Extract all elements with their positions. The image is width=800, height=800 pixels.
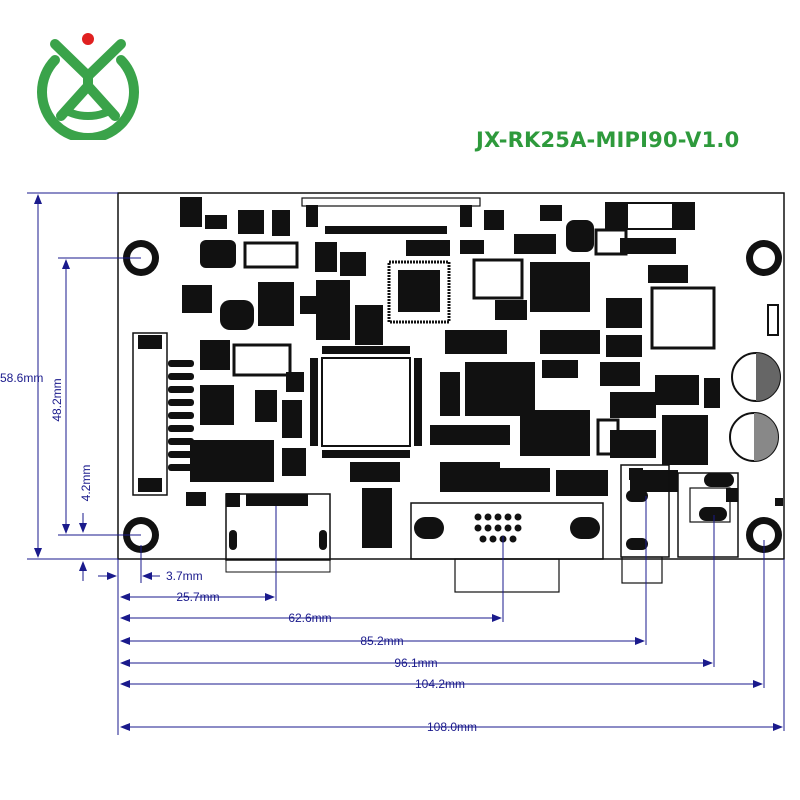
label-hole-spacing-height: 48.2mm	[50, 378, 64, 421]
secondary-chip	[387, 260, 451, 324]
label-audio-jack: 85.2mm	[360, 634, 403, 648]
label-power-jack: 96.1mm	[394, 656, 437, 670]
label-hole-offset-bottom: 4.2mm	[79, 465, 93, 502]
dimension-arrowheads	[34, 194, 783, 731]
passive-components	[180, 197, 783, 548]
logo-red-dot	[82, 33, 94, 45]
label-right-hole: 104.2mm	[415, 677, 465, 691]
model-title: JX-RK25A-MIPI90-V1.0	[476, 128, 740, 152]
label-hole-offset-left: 3.7mm	[166, 569, 203, 583]
label-overall-height: 58.6mm	[0, 371, 43, 385]
main-soc-chip	[310, 346, 422, 458]
label-overall-width: 108.0mm	[427, 720, 477, 734]
vga-connector	[410, 502, 604, 593]
left-lcd-connector	[132, 332, 194, 496]
label-vga-connector: 62.6mm	[288, 611, 331, 625]
label-fpc-connector: 25.7mm	[176, 590, 219, 604]
top-fpc-connector	[301, 197, 481, 234]
company-logo	[37, 33, 139, 140]
electrolytic-capacitor-bottom	[729, 412, 779, 462]
dimension-lines	[27, 192, 785, 735]
electrolytic-capacitor-top	[731, 352, 781, 402]
hdmi-connector	[225, 493, 331, 573]
mounting-hole-top-right	[746, 240, 782, 276]
audio-jack	[620, 464, 670, 584]
dimension-labels: 58.6mm 48.2mm 4.2mm 3.7mm 25.7mm 62.6mm …	[0, 371, 477, 734]
mounting-hole-bottom-right	[746, 517, 782, 553]
power-jack	[677, 472, 739, 558]
